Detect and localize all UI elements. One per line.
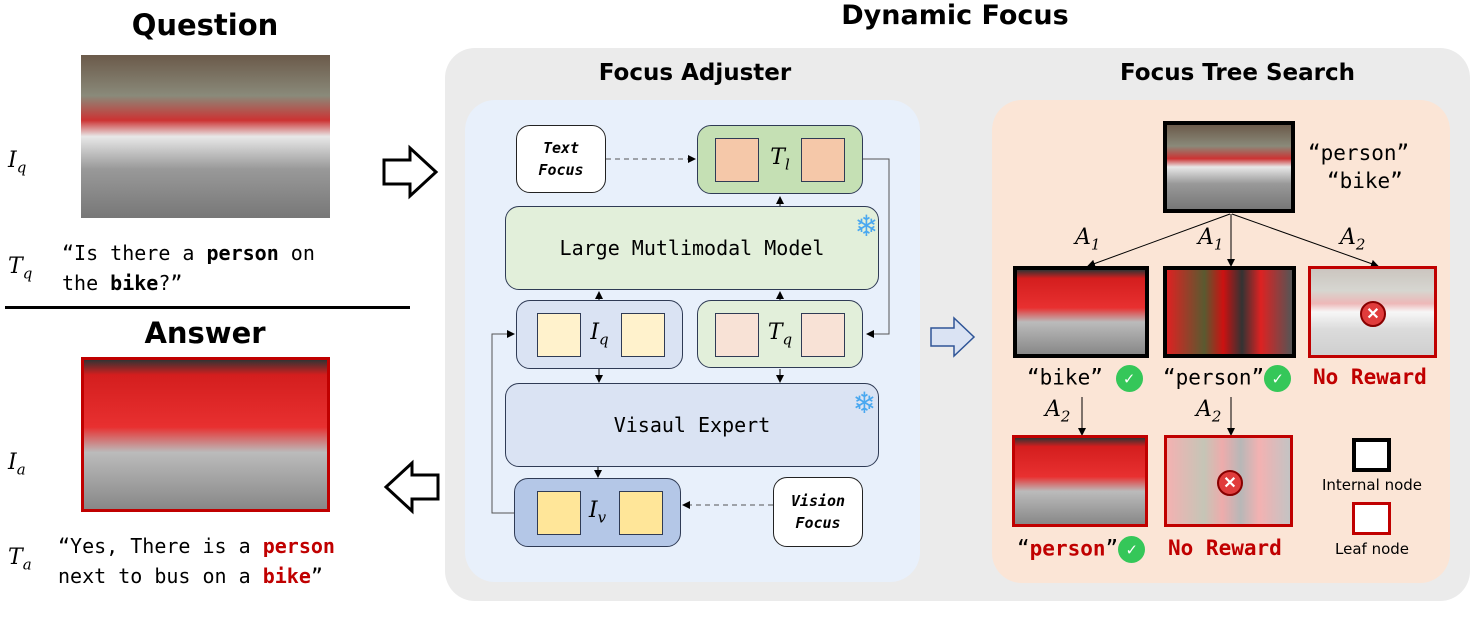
tq-label: Tq [767, 319, 793, 349]
arrow-right-icon [382, 144, 439, 200]
arrow-right-icon [930, 316, 976, 358]
token-square [619, 491, 663, 535]
answer-title: Answer [144, 316, 266, 350]
token-square [621, 313, 665, 357]
lmm-label: Large Mutlimodal Model [559, 236, 825, 260]
root-labels: “person” “bike” [1308, 141, 1410, 193]
check-icon: ✓ [1118, 536, 1146, 563]
child-label-person: “person”✓ [1163, 365, 1292, 392]
adjuster-connectors [491, 155, 890, 514]
legend-leaf-label: Leaf node [1335, 540, 1409, 558]
root-node-image [1163, 121, 1295, 213]
child-label-no-reward: No Reward [1313, 365, 1427, 389]
leaf-label-no-reward: No Reward [1168, 536, 1282, 560]
token-square [801, 138, 845, 182]
legend-internal-swatch [1352, 438, 1391, 472]
iq-label: Iq [8, 148, 27, 177]
child-node-person [1163, 266, 1296, 358]
leaf-label-person: “person”✓ [1017, 536, 1146, 563]
ia-label: Ia [8, 450, 26, 479]
child-node-bike [1013, 266, 1149, 358]
question-text: “Is there a person on the bike?” [62, 241, 315, 295]
large-multimodal-model-box: Large Mutlimodal Model ❄ [505, 206, 879, 290]
token-square [537, 491, 581, 535]
ta-label: Ta [8, 545, 32, 574]
leaf-node-no-reward: ✕ [1164, 435, 1293, 527]
check-icon: ✓ [1115, 365, 1143, 392]
token-square [715, 138, 759, 182]
iv-token-box: Iv [514, 478, 681, 547]
edge-label-a2: A2 [1340, 225, 1366, 254]
child-label-bike: “bike” ✓ [1027, 365, 1143, 392]
tree-edges [1078, 213, 1379, 436]
legend-internal-label: Internal node [1321, 476, 1422, 494]
edge-label-a2: A2 [1045, 397, 1071, 426]
token-square [537, 313, 581, 357]
answer-text: “Yes, There is a person next to bus on a… [58, 534, 335, 588]
snowflake-icon: ❄ [854, 383, 874, 421]
token-square [801, 313, 845, 357]
edge-label-a2: A2 [1196, 397, 1222, 426]
iq-label: Iq [590, 320, 609, 349]
visual-expert-label: Visaul Expert [613, 413, 771, 437]
check-icon: ✓ [1264, 365, 1292, 392]
fail-icon: ✕ [1360, 301, 1386, 327]
main-title: Dynamic Focus [841, 0, 1069, 31]
legend-leaf-swatch [1352, 502, 1391, 535]
visual-expert-box: Visaul Expert ❄ [505, 383, 879, 467]
iq-token-box: Iq [516, 300, 683, 369]
tl-label: Tl [770, 145, 790, 174]
token-square [715, 313, 759, 357]
answer-image [81, 357, 330, 512]
edge-label-a1: A1 [1075, 225, 1101, 254]
child-node-no-reward: ✕ [1308, 266, 1437, 358]
snowflake-icon: ❄ [856, 206, 876, 244]
tl-token-box: Tl [697, 125, 863, 194]
tq-label: Tq [8, 254, 33, 283]
arrow-left-icon [383, 459, 440, 515]
focus-tree-title: Focus Tree Search [1119, 60, 1356, 86]
tq-token-box: Tq [697, 300, 863, 368]
leaf-node-person [1012, 435, 1148, 527]
divider [5, 306, 410, 309]
fail-icon: ✕ [1217, 470, 1243, 496]
question-image [81, 55, 330, 218]
question-title: Question [131, 8, 279, 42]
iv-label: Iv [588, 498, 607, 527]
edge-label-a1: A1 [1198, 225, 1224, 254]
focus-adjuster-title: Focus Adjuster [598, 60, 792, 86]
